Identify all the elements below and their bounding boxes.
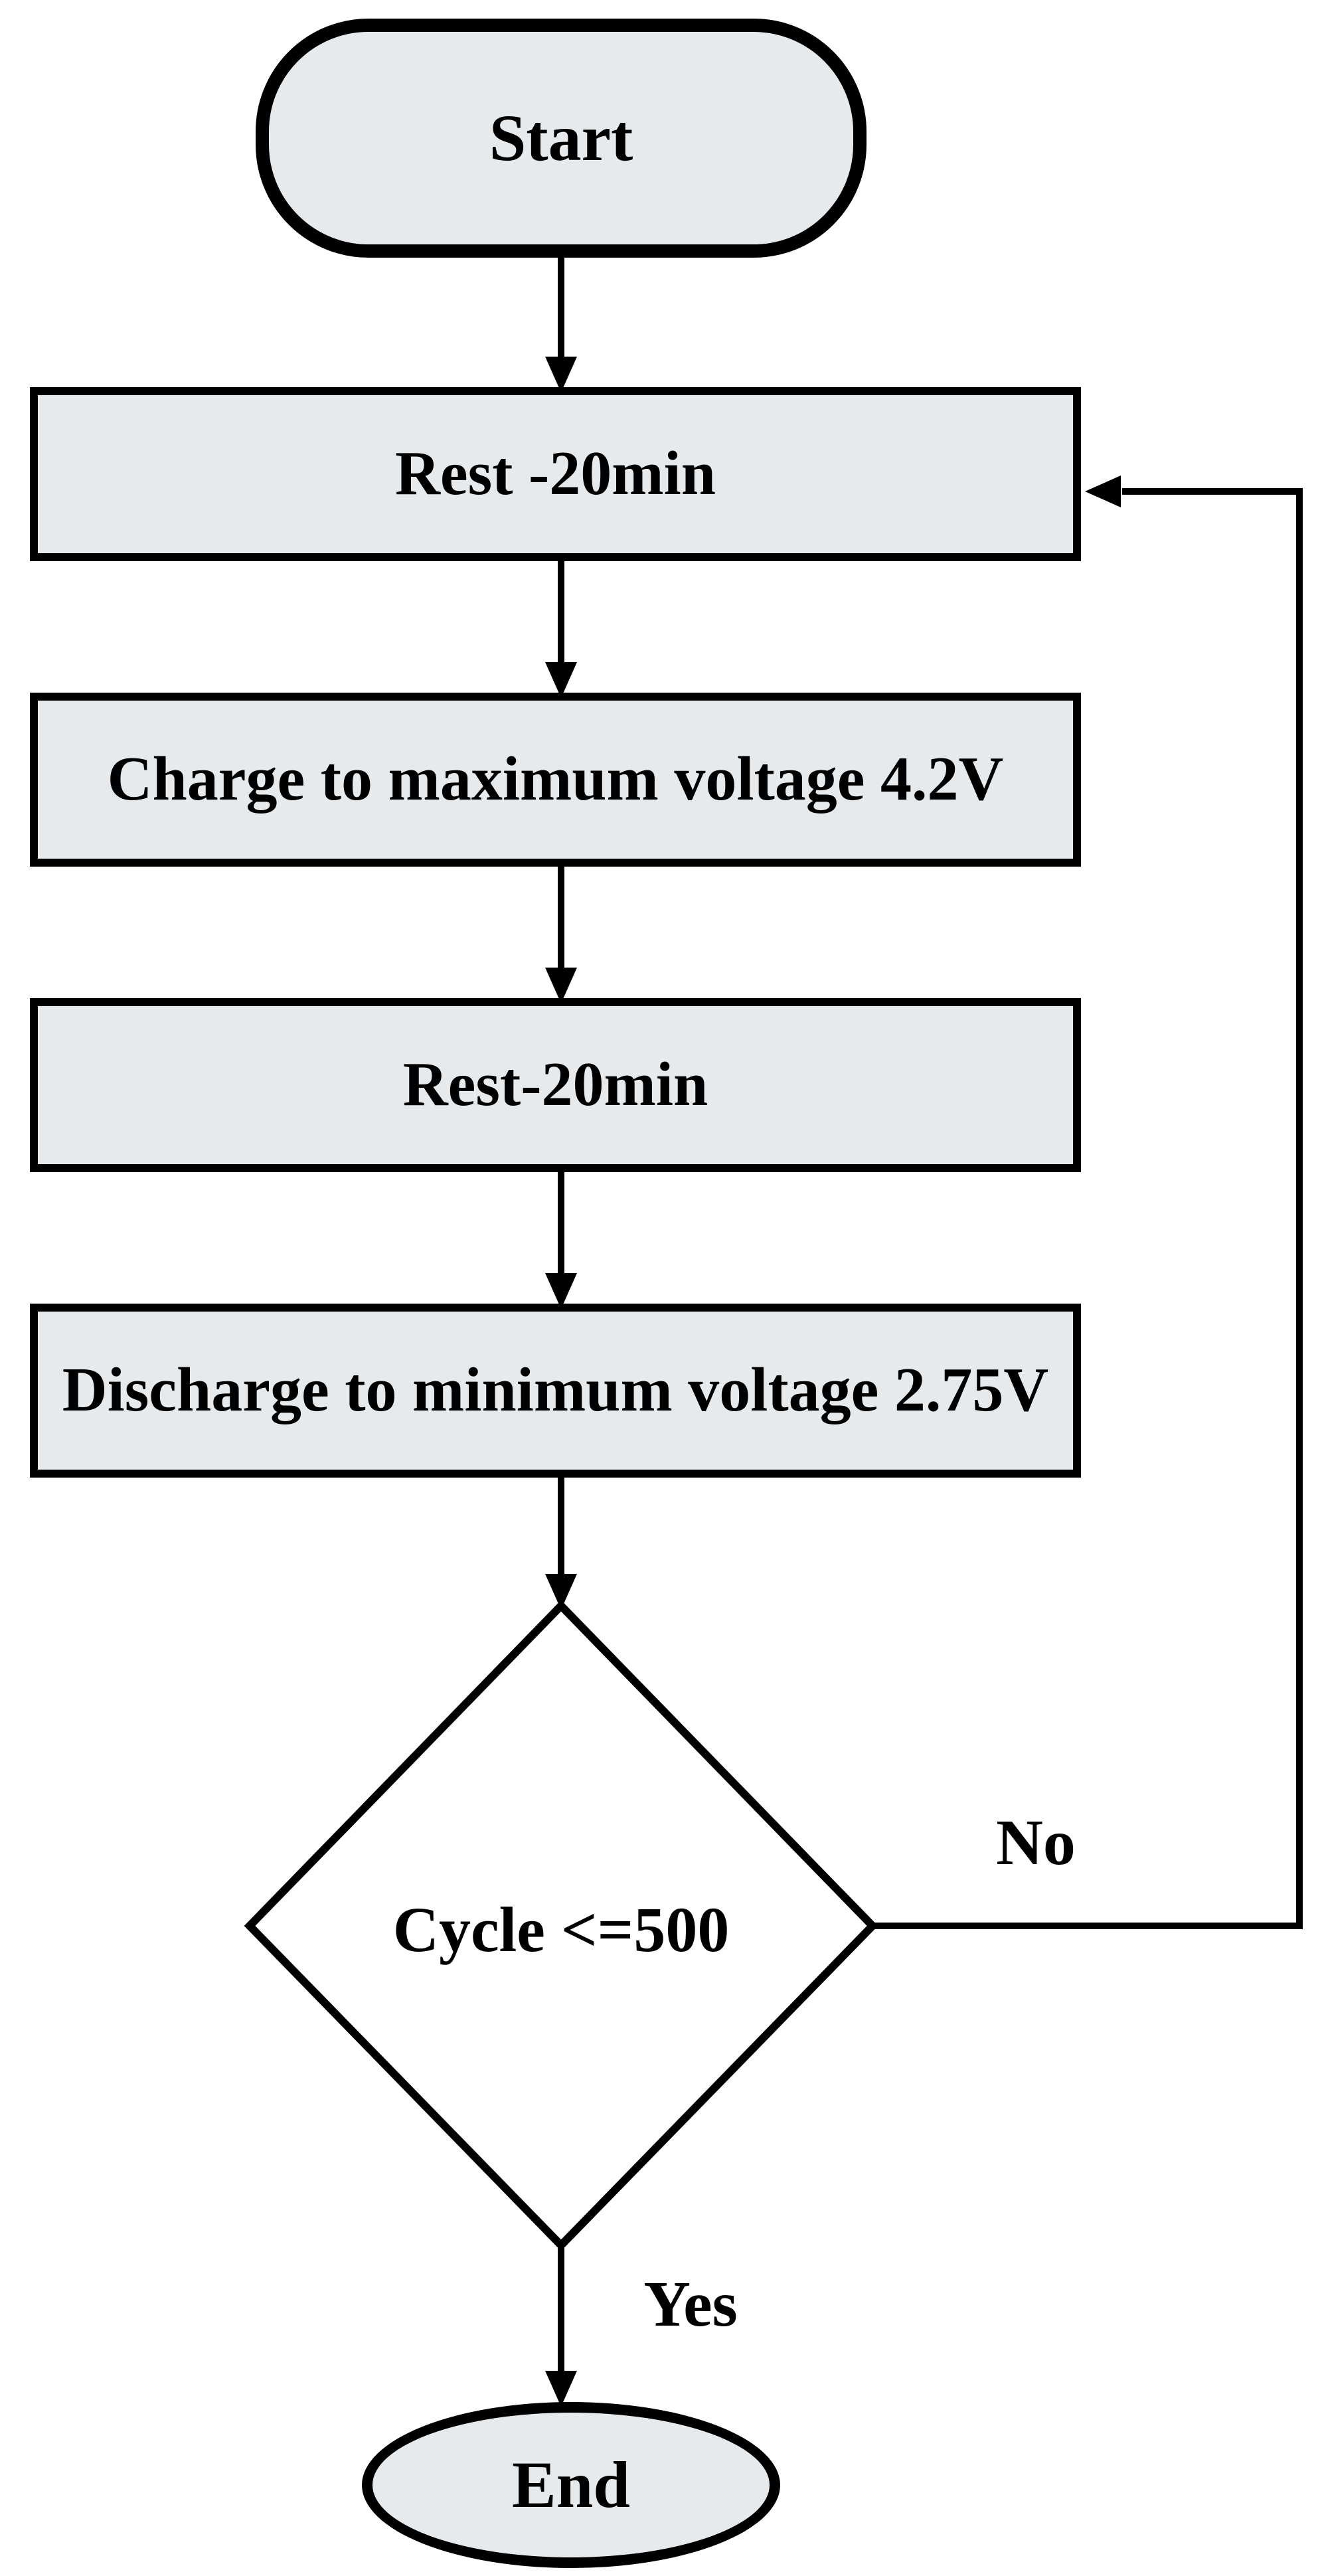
arrowhead-into-charge xyxy=(545,662,577,698)
arrowhead-into-decision xyxy=(545,1574,577,1610)
node-end: End xyxy=(362,2402,780,2568)
arrow-line-no-loop xyxy=(872,488,1303,1929)
connector-lines xyxy=(558,258,1303,2371)
node-decision-label: Cycle <=500 xyxy=(392,1893,730,1965)
arrowhead-no-loop-into-rest1 xyxy=(1085,475,1121,507)
decision-diamond-shape xyxy=(244,1600,878,2251)
node-start: Start xyxy=(256,19,867,258)
node-charge: Charge to maximum voltage 4.2V xyxy=(30,693,1081,867)
node-rest-1: Rest -20min xyxy=(30,387,1081,561)
edge-label-no: No xyxy=(996,1807,1076,1879)
arrowhead-into-rest2 xyxy=(545,968,577,1003)
arrowhead-into-discharge xyxy=(545,1273,577,1309)
edge-label-yes: Yes xyxy=(643,2269,738,2340)
arrowheads xyxy=(545,357,1121,2407)
node-rest-2: Rest-20min xyxy=(30,998,1081,1172)
arrowhead-into-end xyxy=(545,2371,577,2407)
arrowhead-into-rest1 xyxy=(545,357,577,392)
node-discharge: Discharge to minimum voltage 2.75V xyxy=(30,1304,1081,1478)
